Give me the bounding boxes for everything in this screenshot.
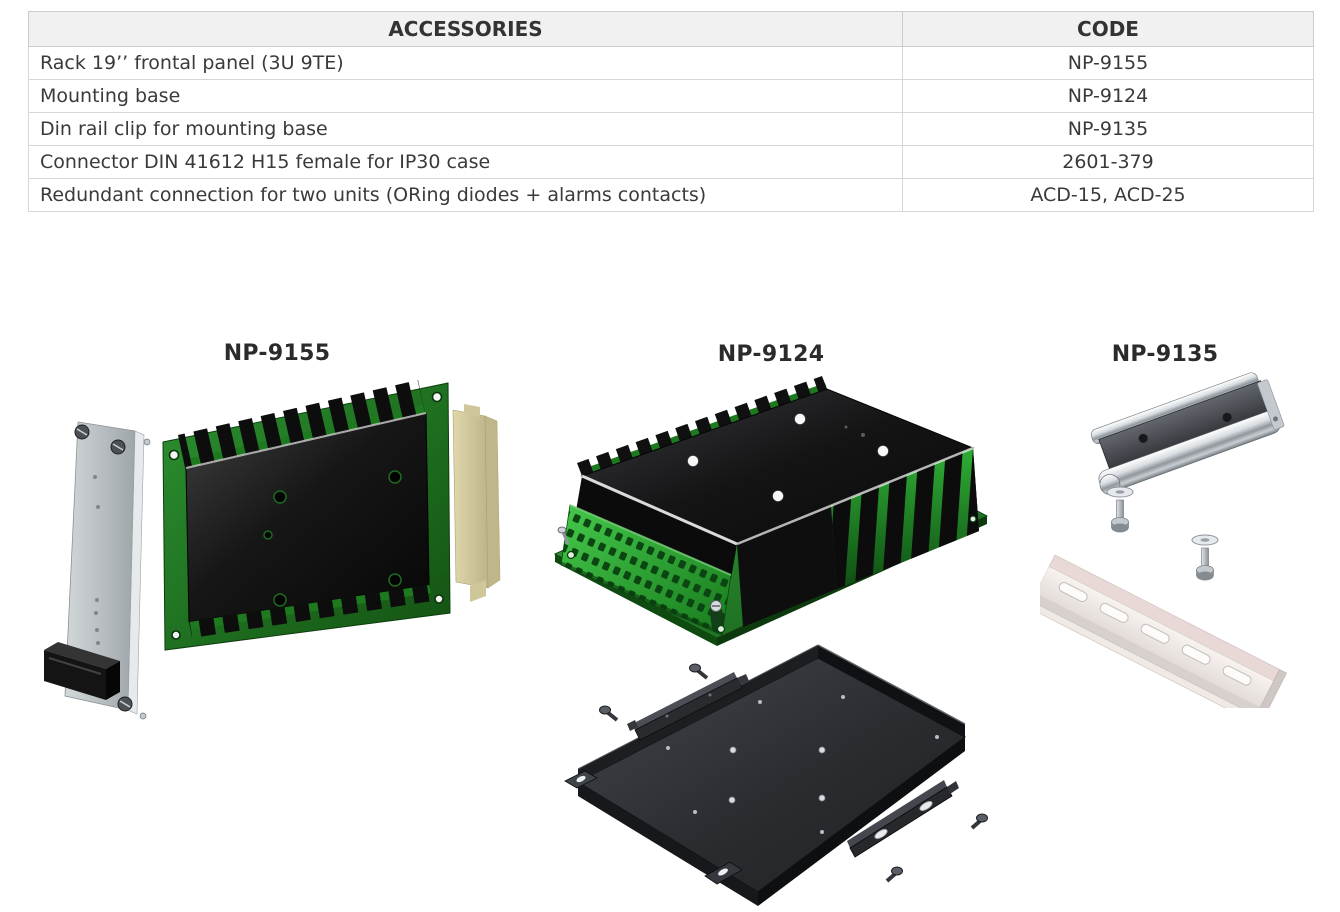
case-left-face <box>576 476 737 579</box>
column-header-accessories: ACCESSORIES <box>28 11 903 47</box>
panel-screws <box>74 424 151 720</box>
mounting-bracket-upper <box>627 672 749 741</box>
figure-label-np-9124: NP-9124 <box>717 342 825 367</box>
rail-slots <box>1058 582 1252 686</box>
terminal-screw <box>710 600 724 629</box>
din-clip-illustration <box>1090 372 1285 495</box>
plate-corner-holes <box>566 515 977 634</box>
column-header-code: CODE <box>902 11 1314 47</box>
figure-np-9135-illustration <box>1040 372 1287 708</box>
case-top-edge-fins <box>577 376 827 476</box>
accessory-name-cell: Din rail clip for mounting base <box>28 112 903 146</box>
table-row: Mounting base NP-9124 <box>28 79 1314 113</box>
panel-holes <box>93 475 100 645</box>
accessory-code-cell: 2601-379 <box>902 145 1314 179</box>
plate-screw <box>557 526 570 545</box>
heatsink-holes <box>263 470 402 607</box>
tray-wall-ne <box>818 645 965 737</box>
psu-module-illustration <box>162 380 501 651</box>
table-row: Redundant connection for two units (ORin… <box>28 178 1314 212</box>
accessory-code-cell: NP-9124 <box>902 79 1314 113</box>
accessory-code-cell: NP-9155 <box>902 46 1314 80</box>
heatsink-top-fins <box>178 380 426 472</box>
accessory-name-cell: Rack 19’’ frontal panel (3U 9TE) <box>28 46 903 80</box>
tray-mount-holes <box>728 746 826 804</box>
panel-handle <box>44 642 120 700</box>
clip-end-flange <box>1257 379 1285 430</box>
figure-label-np-9155: NP-9155 <box>223 341 331 366</box>
accessories-table: ACCESSORIES CODE Rack 19’’ frontal panel… <box>28 11 1314 212</box>
mounting-tray-illustration <box>564 644 988 906</box>
pcb-corner-holes <box>168 391 444 640</box>
case-top-holes <box>687 413 889 502</box>
rail-lip <box>1040 600 1257 708</box>
tray-corner-flange <box>564 770 743 885</box>
clip-hole <box>1138 433 1148 443</box>
clip-screw-set-1 <box>1106 486 1134 533</box>
panel-edge <box>127 430 145 715</box>
accessory-name-cell: Redundant connection for two units (ORin… <box>28 178 903 212</box>
table-row: Connector DIN 41612 H15 female for IP30 … <box>28 145 1314 179</box>
terminal-block <box>560 504 732 636</box>
heatsink-bottom-fins <box>189 585 432 638</box>
clip-screw-set-2 <box>1191 534 1219 581</box>
rail-end-cap <box>1252 669 1287 708</box>
tray-small-holes <box>666 695 939 834</box>
accessory-name-cell: Connector DIN 41612 H15 female for IP30 … <box>28 145 903 179</box>
psu-on-base-illustration <box>553 376 989 646</box>
clip-hole <box>1222 412 1232 422</box>
front-fins <box>831 448 979 589</box>
accessory-code-cell: ACD-15, ACD-25 <box>902 178 1314 212</box>
tray-screws <box>599 663 988 883</box>
table-header-row: ACCESSORIES CODE <box>28 11 1314 47</box>
table-row: Rack 19’’ frontal panel (3U 9TE) NP-9155 <box>28 46 1314 80</box>
rail-near-flange <box>1040 593 1261 708</box>
mounting-bracket-lower <box>847 780 959 858</box>
figure-np-9155-illustration <box>44 380 501 720</box>
table-row: Din rail clip for mounting base NP-9135 <box>28 112 1314 146</box>
din-connector <box>452 404 501 602</box>
accessory-code-cell: NP-9135 <box>902 112 1314 146</box>
tray-skirt-se <box>758 737 965 906</box>
figure-label-np-9135: NP-9135 <box>1111 342 1219 367</box>
din-rail-illustration <box>1040 554 1287 708</box>
accessory-name-cell: Mounting base <box>28 79 903 113</box>
case-front-face <box>581 446 979 627</box>
figure-np-9124-illustration <box>553 376 989 906</box>
tray-wall-nw <box>578 645 818 782</box>
front-panel-illustration <box>44 421 151 720</box>
